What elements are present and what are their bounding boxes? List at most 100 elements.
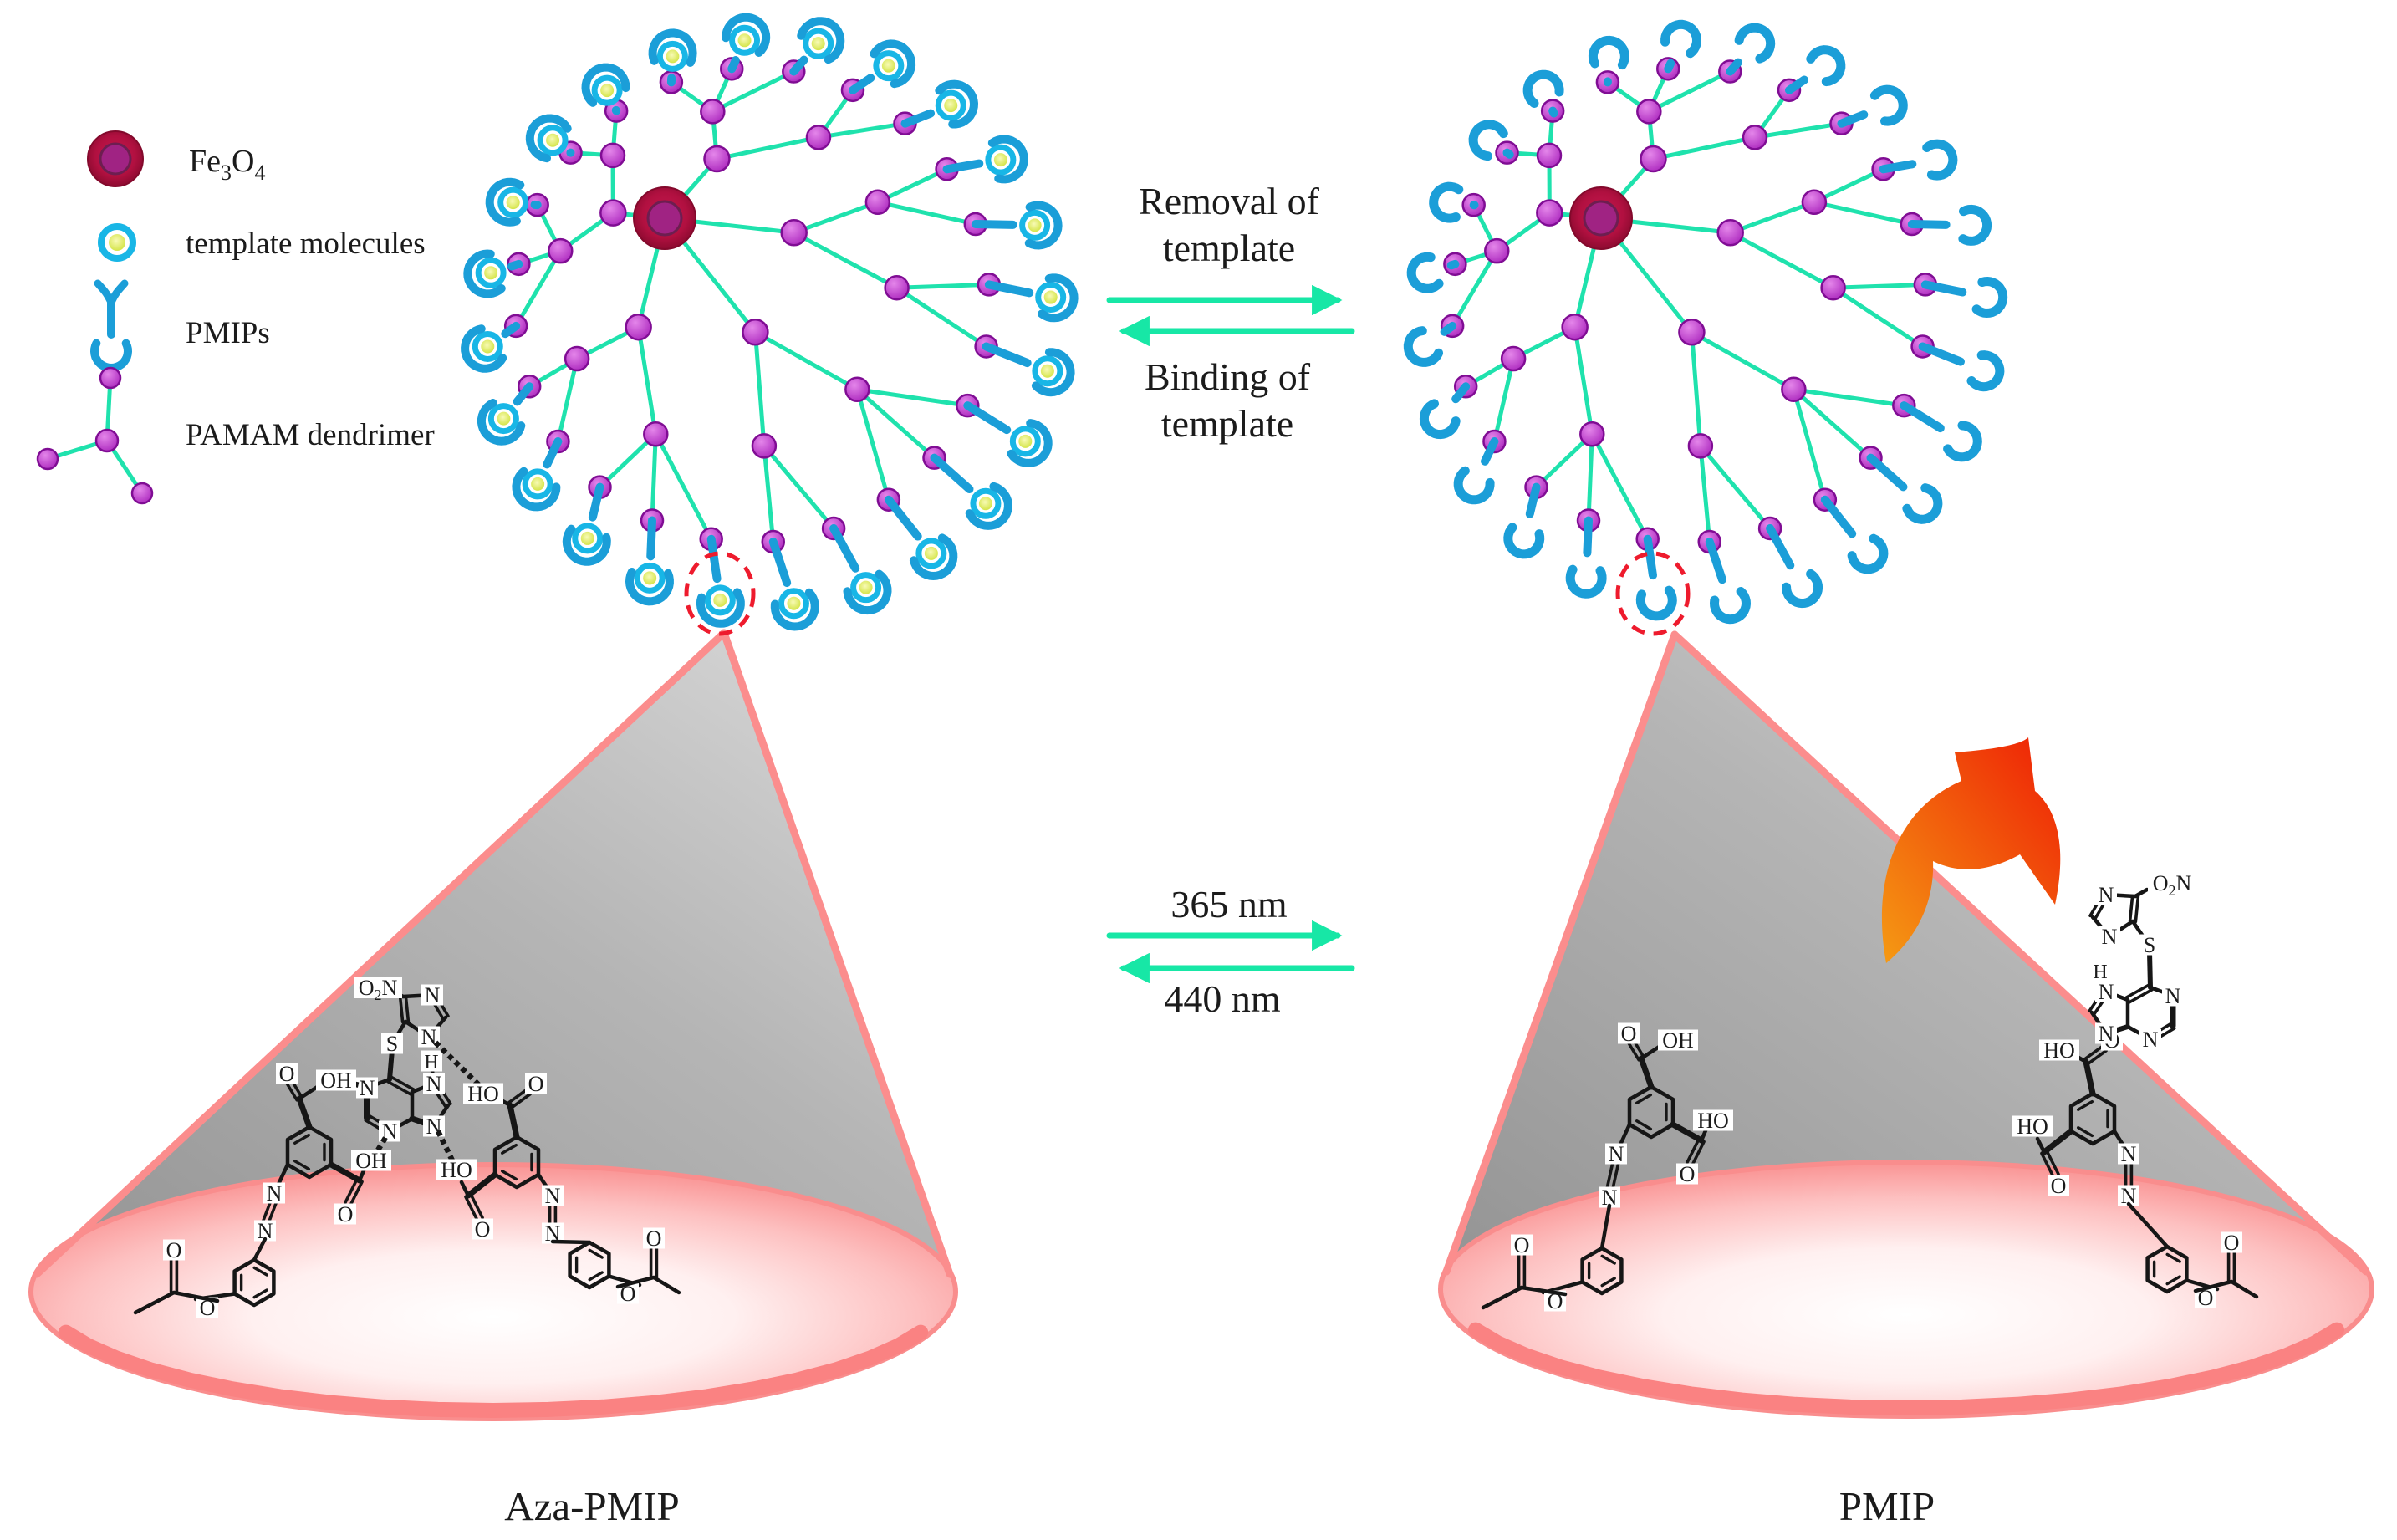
template-core [481,339,495,354]
claw-stem [942,159,984,174]
bond [1670,1121,1705,1144]
inner-double-bond [2076,1099,2094,1111]
pmip-claw-empty [1784,45,1846,94]
bond [651,1275,681,1295]
claw-stem [1766,523,1795,570]
claw-stem [982,342,1032,368]
claw-stem [727,56,740,74]
template-core [546,133,560,147]
dendrimer-link [1728,200,1817,235]
claw-stem [1440,321,1457,336]
dendrimer-terminals [1403,19,2008,625]
double-bond [1604,1158,1615,1192]
inner-double-bond [1600,1254,1616,1265]
template-molecule [537,125,569,156]
bond [133,1290,176,1315]
claw-arc [987,135,1028,184]
claw-arc [1024,201,1063,250]
dendrimer-link [653,431,714,542]
double-bond [2086,1048,2108,1066]
pmip-claw-empty [1522,69,1564,118]
pamam-node [1781,376,1807,403]
template-core [484,266,498,280]
atom-halo [163,1239,185,1261]
claw-arc [562,524,611,566]
bond [2133,887,2150,899]
dendrimer-link [636,324,658,436]
bond [2126,1201,2170,1249]
atom-halo [2048,1175,2069,1196]
atom-label-n: N [258,1219,273,1243]
claw-arc [1958,204,1992,246]
claw-arc [461,324,507,373]
dendrimer-link [1791,387,1873,461]
double-bond [389,1075,416,1091]
pamam-node [625,313,652,341]
dendrimer-link [762,443,836,531]
inner-double-bond [2165,1252,2181,1263]
claw-stem [507,259,523,271]
template-core [666,49,680,64]
pamam-node [864,189,891,216]
pmip-claw-empty [1920,276,2008,319]
claw-arc [965,482,1012,530]
atom-label-o: O [2198,1286,2214,1310]
claw-arc [935,79,979,129]
atom-label-o: O [1621,1022,1637,1046]
atom-halo [354,977,402,998]
claw-arc [1869,84,1908,126]
template-core [944,99,958,113]
claw-arc [1734,23,1776,64]
pmip-claw-empty [1900,401,1982,462]
claw-arc [648,28,697,67]
template-core [497,411,511,426]
pmip-claw-empty [1453,437,1499,505]
pmip-claw-bound [768,537,819,631]
pmip-claw-bound [512,437,563,512]
atom-halo [2012,1115,2053,1137]
claw-stem [884,495,922,541]
atom-label-n: N [2165,984,2181,1008]
pmip-claw-bound [789,17,845,76]
dendrimer-link [1450,248,1499,329]
pamam-node [805,125,832,150]
inner-double-bond [588,1271,604,1282]
claw-arc [1503,523,1545,559]
atom-label-o: O [338,1202,354,1226]
pmip-claw-bound [461,321,521,373]
template-molecule [729,24,761,56]
hydrogen-bond-hash [372,1136,388,1157]
atom-halo [2099,926,2120,947]
pamam-node [780,219,808,247]
bond [2193,1279,2234,1293]
label-part: N [2176,871,2192,895]
pmip-claw-empty [1660,19,1702,74]
pmip-claw-bound [930,453,1012,530]
pmip-claw-bound [848,39,916,94]
atom-label-n: N [2121,1184,2137,1208]
claw-stem [1664,59,1675,74]
atom-halo [463,1083,503,1104]
template-molecule [572,523,604,554]
pmip-claw-empty [1726,23,1776,76]
pmip-claw-bound [648,28,697,87]
pmip-claw-empty [1907,204,1992,246]
template-molecule [803,28,834,59]
legend [36,130,154,505]
atom-label-n: N [2121,1142,2137,1166]
pmip-claw-empty [1565,516,1607,599]
template-molecule [704,584,736,616]
double-bond [285,1081,298,1102]
atom-halo [2139,934,2160,956]
inner-double-bond [500,1170,518,1181]
bond [465,1171,498,1199]
pmip-claw-empty [1468,120,1514,161]
atom-label-n: N [382,1119,398,1144]
claw-arc [1966,350,2005,392]
pmip-claw-bound [884,495,958,581]
bond [1638,1055,1655,1090]
pmip-cone [1438,630,2374,1419]
